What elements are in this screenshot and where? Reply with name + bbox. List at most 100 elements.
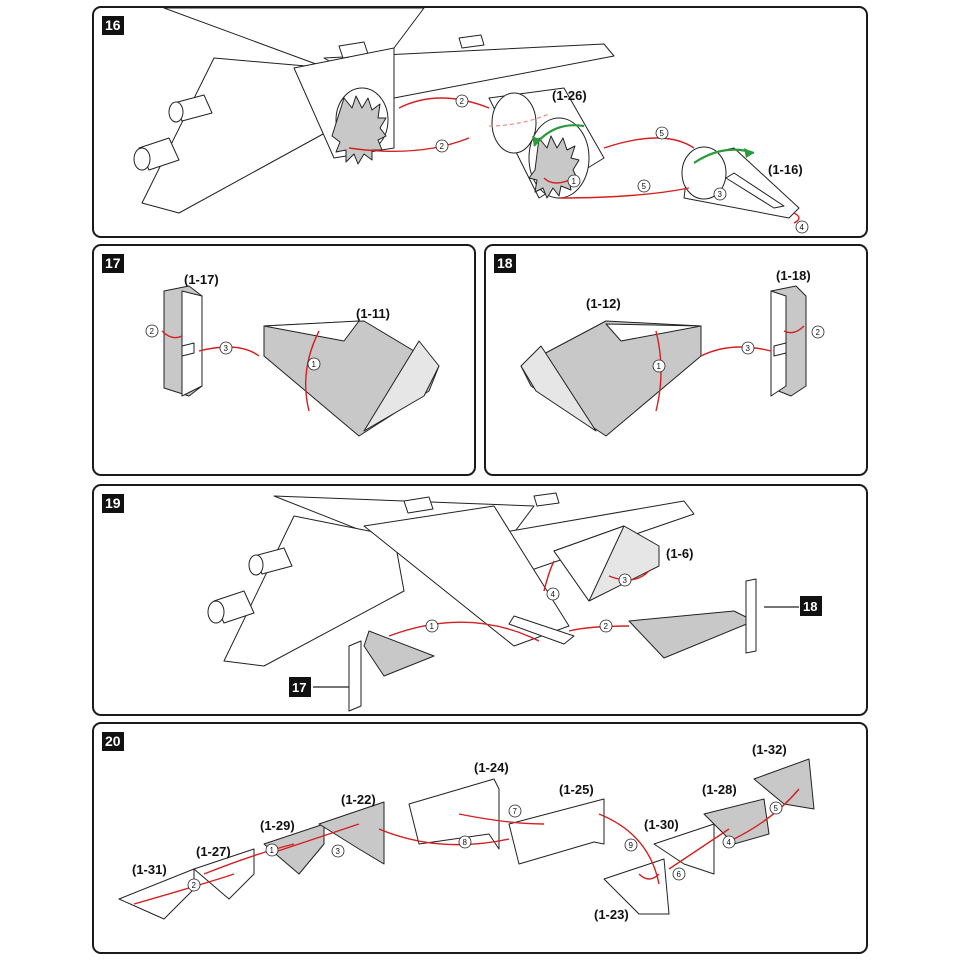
part-1-18-tab [773,342,787,357]
part-label-1-16: (1-16) [768,162,803,177]
seq-3-badge: 3 [219,341,233,355]
arrow-step-2b [348,137,470,153]
seq-2-badge: 2 [599,619,613,633]
svg-text:7: 7 [513,807,518,816]
part-1-18-front [770,290,787,397]
part-label-1-23: (1-23) [594,907,629,922]
part-1-28-fin [703,798,770,845]
step-20-panel: 20 (1-31) (1-27) (1-29) (1-22) (1-24) (1… [92,722,868,954]
part-1-6-face [553,525,625,602]
arrow-step-4 [793,212,800,224]
seq-2-badge: 2 [145,324,159,338]
part-label-1-6: (1-6) [666,546,693,561]
svg-text:17: 17 [292,680,306,695]
seq-5-badge-bottom: 5 [637,179,651,193]
vertical-tab-right [745,578,757,654]
part-1-24-wall [408,778,500,850]
engine-pod-3 [403,496,434,514]
horizontal-stabilizer-right [628,610,755,659]
seq-5-badge-top: 5 [655,126,669,140]
part-label-1-26: (1-26) [552,88,587,103]
svg-text:9: 9 [629,841,634,850]
svg-text:4: 4 [727,838,732,847]
svg-text:3: 3 [336,847,341,856]
vertical-tab-left [348,640,362,712]
arrow-step-2 [161,330,183,339]
svg-text:3: 3 [623,576,628,585]
engine-pod-4 [533,492,560,507]
arrow-step-4 [668,828,730,870]
seq-8-badge: 8 [458,835,472,849]
part-label-1-27: (1-27) [196,844,231,859]
step-number: 20 [102,732,124,751]
arrow-step-2 [783,325,805,334]
nozzle-teeth [331,95,387,165]
seq-5-badge: 5 [769,801,783,815]
step-20-diagram: (1-31) (1-27) (1-29) (1-22) (1-24) (1-25… [118,742,815,922]
part-1-11-edge [363,340,440,432]
tail-cone [363,505,570,647]
arrow-step-2 [568,625,630,632]
step-16-diagram: (1-26) (1-16) 2 2 1 5 5 3 4 [133,8,809,234]
tail-cone-slot [508,615,575,645]
seq-1-badge: 1 [425,619,439,633]
svg-text:1: 1 [657,362,662,371]
svg-text:5: 5 [660,129,665,138]
svg-text:1: 1 [430,622,435,631]
arrow-step-7 [458,813,545,825]
step-number: 19 [102,494,124,513]
seq-3-badge: 3 [618,573,632,587]
dashed-guide [488,113,550,127]
seq-3-badge: 3 [331,844,345,858]
part-1-26-rear [491,92,537,154]
part-label-1-25: (1-25) [559,782,594,797]
part-label-1-31: (1-31) [132,862,167,877]
part-label-1-30: (1-30) [644,817,679,832]
part-1-30-fin [653,823,715,875]
part-1-32-fin [753,758,815,810]
arrow-step-3 [268,823,360,855]
engine-intake-2 [248,554,264,576]
svg-text:2: 2 [192,881,197,890]
svg-text:5: 5 [774,804,779,813]
step-17-diagram: (1-17) (1-11) 1 2 3 [145,272,440,437]
svg-text:8: 8 [463,838,468,847]
arrow-step-3 [198,346,260,357]
svg-text:4: 4 [551,590,556,599]
seq-6-badge: 6 [672,867,686,881]
seq-4-badge: 4 [795,220,809,234]
svg-text:2: 2 [604,622,609,631]
part-label-1-28: (1-28) [702,782,737,797]
arrow-step-5b [558,187,690,199]
svg-text:1: 1 [312,360,317,369]
part-1-17-tab [181,342,195,357]
engine-intake-1 [133,147,151,171]
tag-17: 17 [289,677,311,697]
arrow-step-3 [608,570,650,581]
arrow-step-1 [388,621,540,642]
seq-2-badge-top: 2 [455,94,469,108]
step-17-panel: 17 (1-17) (1-11) 1 2 3 [92,244,476,476]
seq-7-badge: 7 [508,804,522,818]
seq-4-badge: 4 [722,835,736,849]
step-number: 17 [102,254,124,273]
arrow-step-3 [700,346,772,357]
rotate-arrow-head [532,136,542,146]
part-label-1-24: (1-24) [474,760,509,775]
arrow-step-8 [378,828,510,846]
part-label-1-11: (1-11) [356,306,390,321]
part-1-12-edge [520,345,597,432]
step-19-panel: 19 18 17 (1-6) 1 2 3 4 [92,484,868,716]
seq-3-badge: 3 [713,187,727,201]
svg-text:1: 1 [270,846,275,855]
step-number: 18 [494,254,516,273]
rotate-arrow-head [744,148,754,158]
part-1-16-base [681,146,727,200]
seq-2-badge-bottom: 2 [435,139,449,153]
part-label-1-22: (1-22) [341,792,376,807]
svg-text:1: 1 [572,177,577,186]
arrow-step-1 [203,843,295,875]
arrow-step-5 [733,788,800,840]
svg-text:3: 3 [746,344,751,353]
arrow-step-9 [598,813,660,885]
